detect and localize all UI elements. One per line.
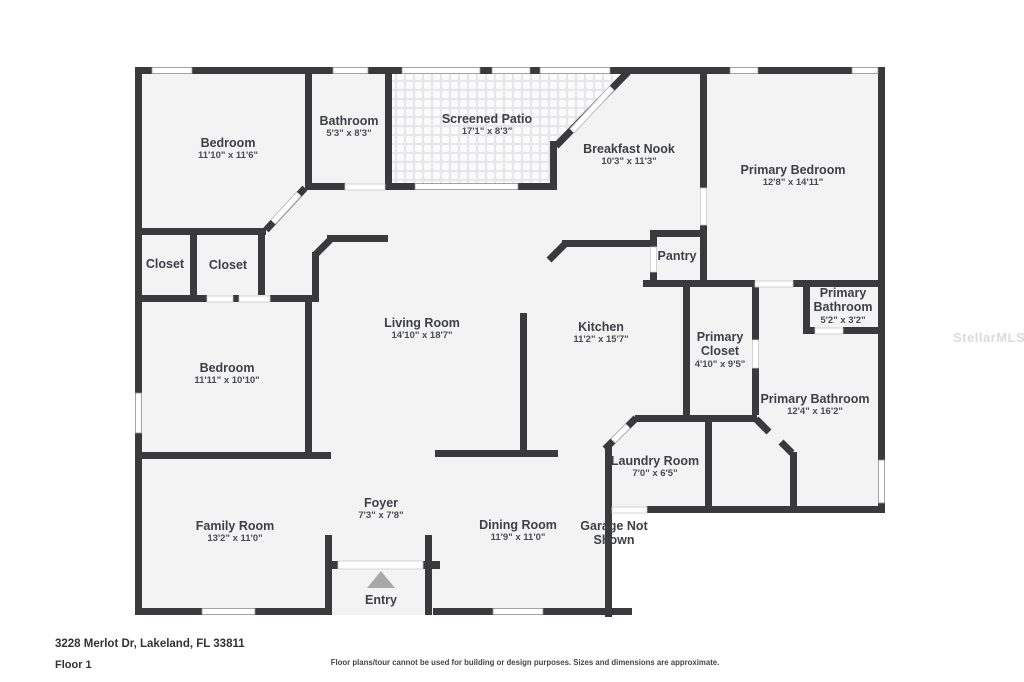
screen-window [539,67,611,74]
room-label-laundry-room: Laundry Room 7'0" x 6'5" [590,454,720,480]
room-label-living-room: Living Room 14'10" x 18'7" [352,316,492,342]
room-label-screened-patio: Screened Patio 17'1" x 8'3" [407,112,567,138]
room-dims: 17'1" x 8'3" [461,126,513,138]
room-dims: 10'3" x 11'3" [601,156,657,168]
window [492,608,544,615]
screen-window [414,183,519,190]
door-opening [814,327,844,335]
window [201,608,256,615]
floor-area [135,67,885,615]
room-name: Entry [365,593,397,607]
garage-not-shown-note: Garage Not Shown [567,519,662,548]
room-label-dining-room: Dining Room 11'9" x 11'0" [453,518,583,544]
room-name: Primary Bathroom [760,392,870,406]
room-dims: 14'10" x 18'7" [391,330,453,342]
door-opening [754,280,794,288]
room-dims: 12'4" x 16'2" [787,406,843,418]
screen-window [401,67,481,74]
screen-window [491,67,531,74]
room-name: Pantry [657,249,697,263]
room-dims: 7'0" x 6'5" [632,468,678,480]
room-name: Bathroom [319,114,379,128]
floor-number: Floor 1 [55,659,92,671]
door-opening [700,187,707,226]
doors [206,183,844,570]
door-opening [752,339,759,369]
room-dims: 11'10" x 11'6" [197,150,259,162]
room-dims: 7'3" x 7'8" [358,510,404,522]
room-dims: 5'2" x 3'2" [820,314,866,326]
room-label-closet-1: Closet [135,257,195,271]
room-label-primary-closet: Primary Closet 4'10" x 9'5" [684,330,756,371]
room-label-kitchen: Kitchen 11'2" x 15'7" [541,320,661,346]
window [151,67,193,74]
room-label-primary-bedroom: Primary Bedroom 12'8" x 14'11" [713,163,873,189]
room-name: Bedroom [200,136,256,150]
room-name: Living Room [384,316,460,330]
window [878,459,885,504]
door-opening [344,183,386,191]
room-dims: 11'9" x 11'0" [490,532,546,544]
room-dims: 11'2" x 15'7" [573,334,629,346]
room-label-bathroom: Bathroom 5'3" x 8'3" [294,114,404,140]
room-label-closet-2: Closet [198,258,258,272]
door-opening [650,246,657,273]
room-name: Primary Closet [696,330,744,359]
room-dims: 12'8" x 14'11" [762,177,824,189]
room-name: Closet [145,257,185,271]
room-label-pantry: Pantry [647,249,707,263]
entry-direction-triangle [367,571,395,588]
room-label-family-room: Family Room 13'2" x 11'0" [170,519,300,545]
room-dims: 13'2" x 11'0" [207,533,263,545]
door-opening [238,295,271,303]
patio-tiled-area [392,74,626,190]
window [332,67,369,74]
room-name: Breakfast Nook [583,142,675,156]
room-label-primary-bathroom: Primary Bathroom 12'4" x 16'2" [735,392,895,418]
windows [135,67,885,615]
room-name: Kitchen [578,320,624,334]
room-label-bedroom-2: Bedroom 11'11" x 10'10" [162,361,292,387]
room-name: Primary Bathroom [813,286,873,315]
door-opening [206,295,234,303]
room-label-foyer: Foyer 7'3" x 7'8" [331,496,431,522]
room-name: Screened Patio [441,112,533,126]
room-label-primary-bathroom-small: Primary Bathroom 5'2" x 3'2" [802,286,884,327]
diagonal-doors [270,85,631,444]
disclaimer-text: Floor plans/tour cannot be used for buil… [330,658,720,667]
room-dims: 5'3" x 8'3" [326,128,372,140]
room-name: Dining Room [479,518,557,532]
room-label-bedroom-1: Bedroom 11'10" x 11'6" [168,136,288,162]
room-name: Family Room [195,519,275,533]
note-text: Garage Not Shown [580,519,648,548]
window [729,67,759,74]
property-address: 3228 Merlot Dr, Lakeland, FL 33811 [55,638,245,650]
room-label-breakfast-nook: Breakfast Nook 10'3" x 11'3" [549,142,709,168]
room-dims: 4'10" x 9'5" [694,358,746,370]
door-opening [611,506,648,514]
window [135,392,142,434]
stellar-mls-watermark: StellarMLS [953,330,1024,345]
entry-label: Entry [341,593,421,607]
room-name: Laundry Room [610,454,700,468]
room-name: Bedroom [199,361,255,375]
room-name: Closet [208,258,248,272]
entry-door [337,560,424,570]
room-dims: 11'11" x 10'10" [194,375,260,387]
room-name: Foyer [363,496,399,510]
room-name: Primary Bedroom [740,163,846,177]
window [851,67,879,74]
